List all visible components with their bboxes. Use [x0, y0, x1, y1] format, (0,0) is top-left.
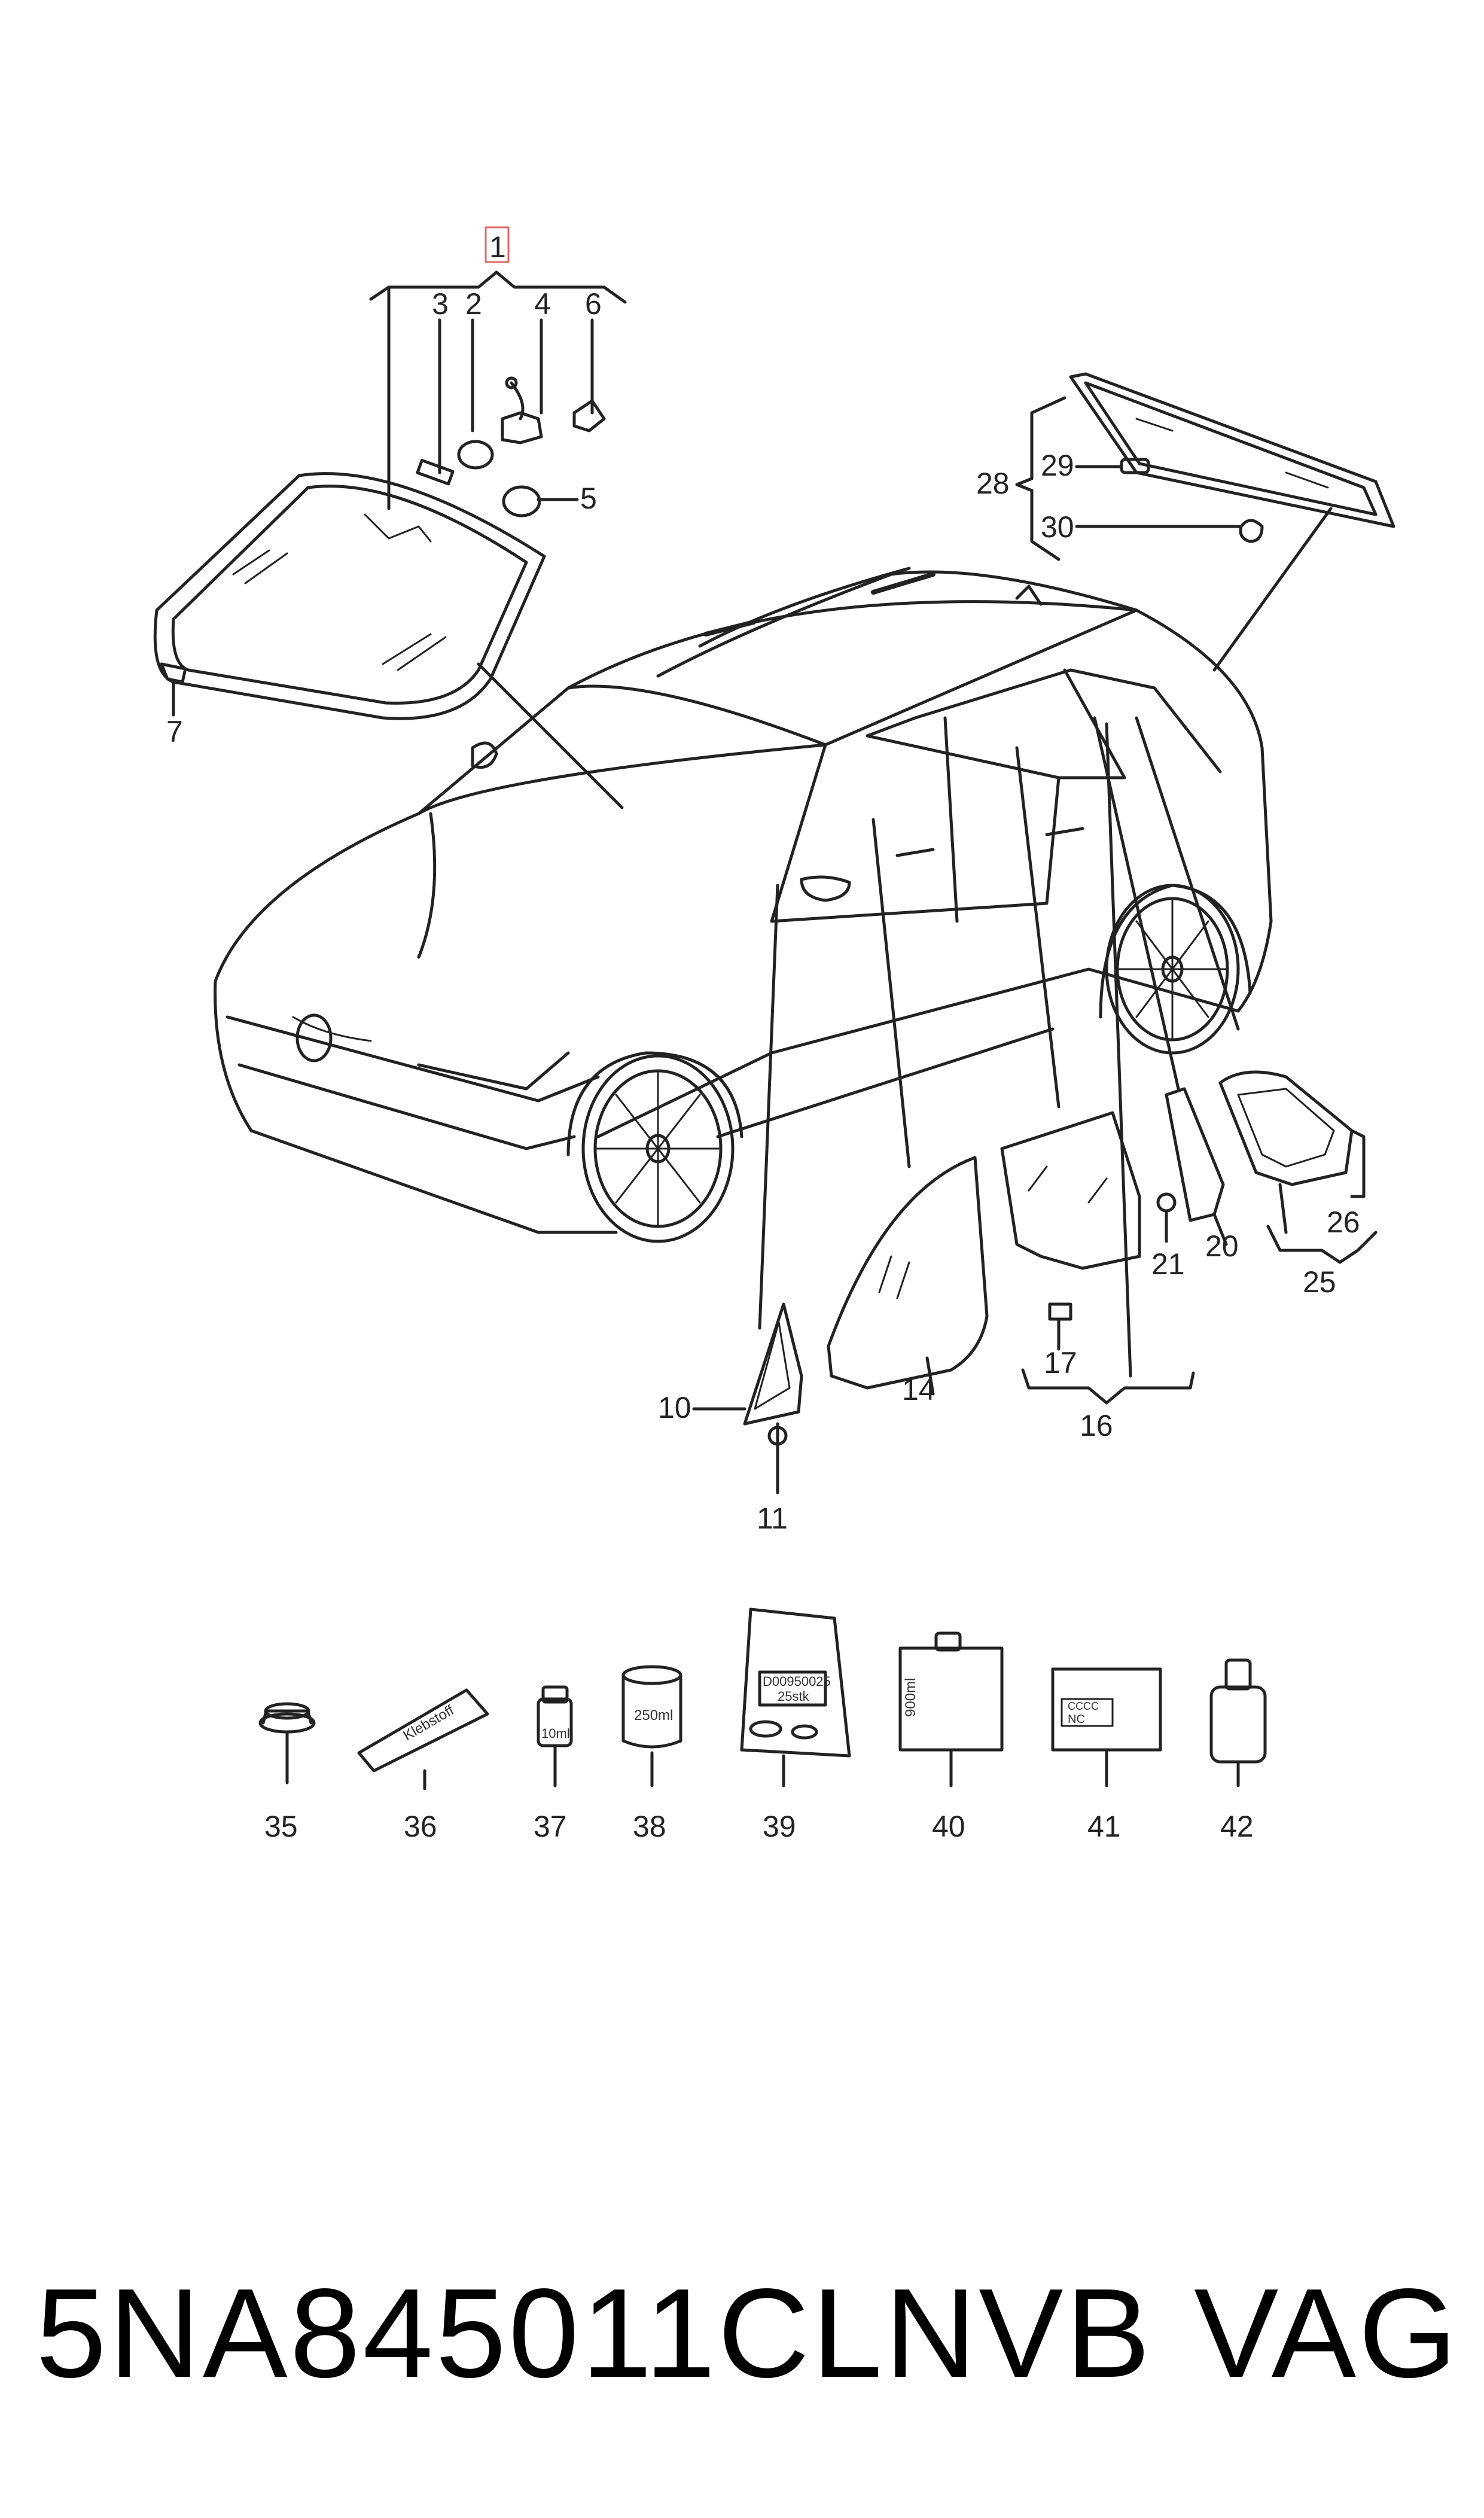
callout-39: 39 — [763, 1810, 796, 1843]
rear-wheel — [1099, 884, 1252, 1055]
callout-7: 7 — [166, 715, 183, 748]
callout-5: 5 — [580, 482, 597, 515]
callout-3: 3 — [432, 287, 449, 321]
part-42-bottle — [1209, 1658, 1267, 1788]
callout-40: 40 — [932, 1810, 965, 1843]
part-7-sensor-cover — [160, 662, 187, 684]
callout-38: 38 — [633, 1810, 666, 1843]
windshield-group-bracket — [369, 270, 627, 510]
callout-42: 42 — [1220, 1810, 1254, 1843]
part-16-rear-door-glass — [1000, 1111, 1195, 1405]
part-37-small-bottle — [537, 1685, 573, 1788]
box-volume-label: 900ml — [903, 1678, 919, 1717]
callout-14: 14 — [902, 1373, 936, 1406]
callout-36: 36 — [404, 1810, 437, 1843]
can-label: 250ml — [634, 1707, 673, 1724]
callout-41: 41 — [1087, 1810, 1121, 1843]
windshield-small-parts — [416, 376, 606, 517]
callout-25: 25 — [1303, 1265, 1336, 1299]
callout-35: 35 — [264, 1810, 298, 1843]
kit-box-line2: NC — [1068, 1713, 1085, 1726]
bag-code-label: D00950025 — [763, 1674, 831, 1689]
part-35-tape-roll — [258, 1702, 316, 1785]
callout-20: 20 — [1205, 1229, 1239, 1263]
part-40-box — [898, 1631, 1004, 1788]
brand-name: VAG — [1194, 2262, 1459, 2404]
leader-lines — [758, 716, 1240, 1378]
callout-28: 28 — [976, 467, 1010, 500]
front-wheel — [566, 1051, 743, 1243]
callout-1-highlight — [484, 226, 510, 263]
rear-window-group — [1015, 372, 1395, 672]
callout-11: 11 — [757, 1502, 788, 1535]
part-20-rear-quarter-glass — [1156, 1087, 1228, 1246]
callout-2: 2 — [465, 287, 482, 321]
part-number: 5NA845011CLNVB — [36, 2262, 1153, 2404]
callout-17: 17 — [1044, 1346, 1077, 1380]
part-14-front-door-glass — [827, 1156, 989, 1396]
callout-26: 26 — [1327, 1205, 1360, 1239]
bottle-small-label: 10ml — [541, 1726, 570, 1741]
callout-numbers: 1 2 3 4 5 6 7 10 11 14 16 17 20 21 25 26… — [166, 230, 1360, 1843]
part-38-can — [621, 1665, 682, 1788]
part-25-side-glass — [1218, 1070, 1378, 1264]
windshield-glass — [153, 472, 624, 809]
bag-qty-label: 25stk — [778, 1689, 810, 1704]
kit-box-line1: CCCC — [1068, 1700, 1099, 1712]
vehicle-body — [214, 567, 1273, 1234]
callout-4: 4 — [534, 287, 551, 321]
part-10-front-quarter-glass — [692, 1302, 803, 1494]
callout-37: 37 — [534, 1810, 567, 1843]
part-41-kit-box — [1051, 1667, 1162, 1788]
callout-21: 21 — [1151, 1247, 1185, 1281]
footer-caption: 5NA845011CLNVB VAG — [36, 2261, 1459, 2405]
callout-29: 29 — [1041, 449, 1074, 482]
callout-6: 6 — [585, 287, 602, 321]
part-36-adhesive-tube — [357, 1688, 489, 1791]
callout-16: 16 — [1080, 1409, 1113, 1442]
callout-10: 10 — [658, 1391, 691, 1424]
callout-30: 30 — [1041, 510, 1074, 544]
part-39-bag — [740, 1607, 851, 1788]
callout-1: 1 — [489, 230, 506, 264]
